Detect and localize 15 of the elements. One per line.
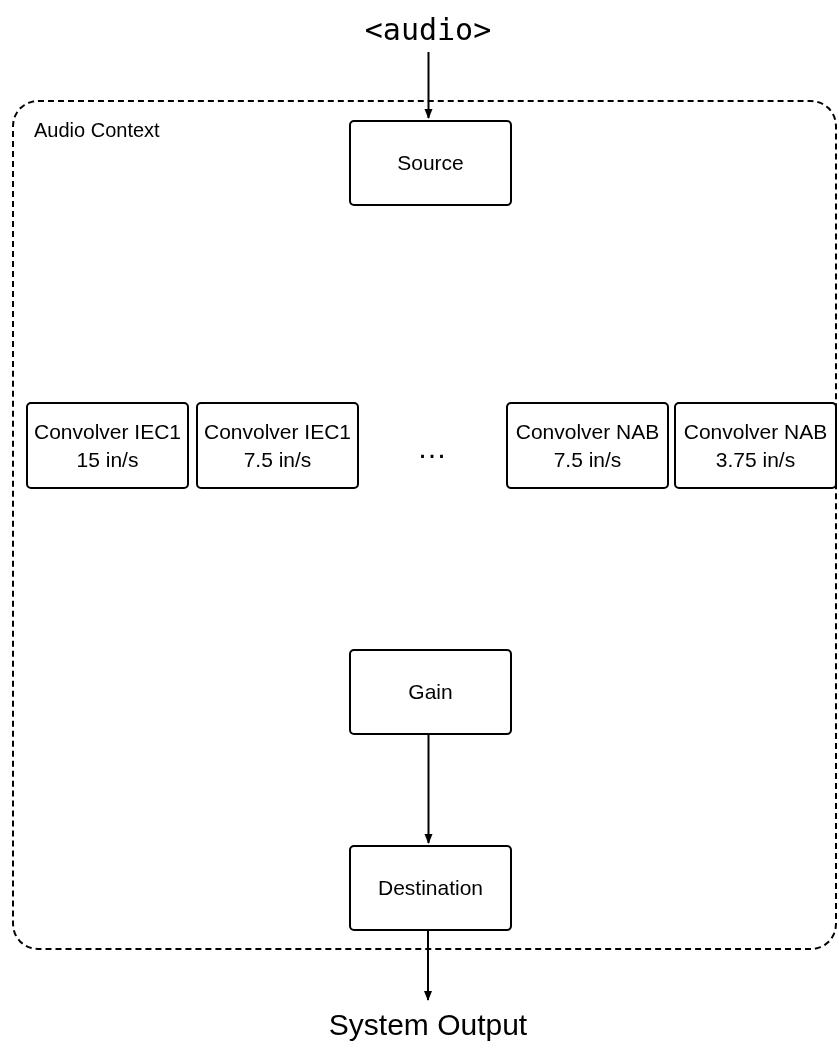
process-box: Convolver IEC1 7.5 in/s [196,402,359,489]
process-box: Convolver NAB 3.75 in/s [674,402,837,489]
element-tag: <audio> [318,6,538,52]
process-box: Destination [349,845,512,931]
process-box: Gain [349,649,512,735]
arrow [424,928,432,1001]
context-frame [12,100,837,950]
arrow [424,51,433,119]
output-label: System Output [288,1000,568,1048]
frame-title: Audio Context [34,118,160,143]
arrow [424,732,433,844]
process-box: Convolver NAB 7.5 in/s [506,402,669,489]
process-box: Source [349,120,512,206]
process-box: Convolver IEC1 15 in/s [26,402,189,489]
ellipsis: … [416,429,448,466]
